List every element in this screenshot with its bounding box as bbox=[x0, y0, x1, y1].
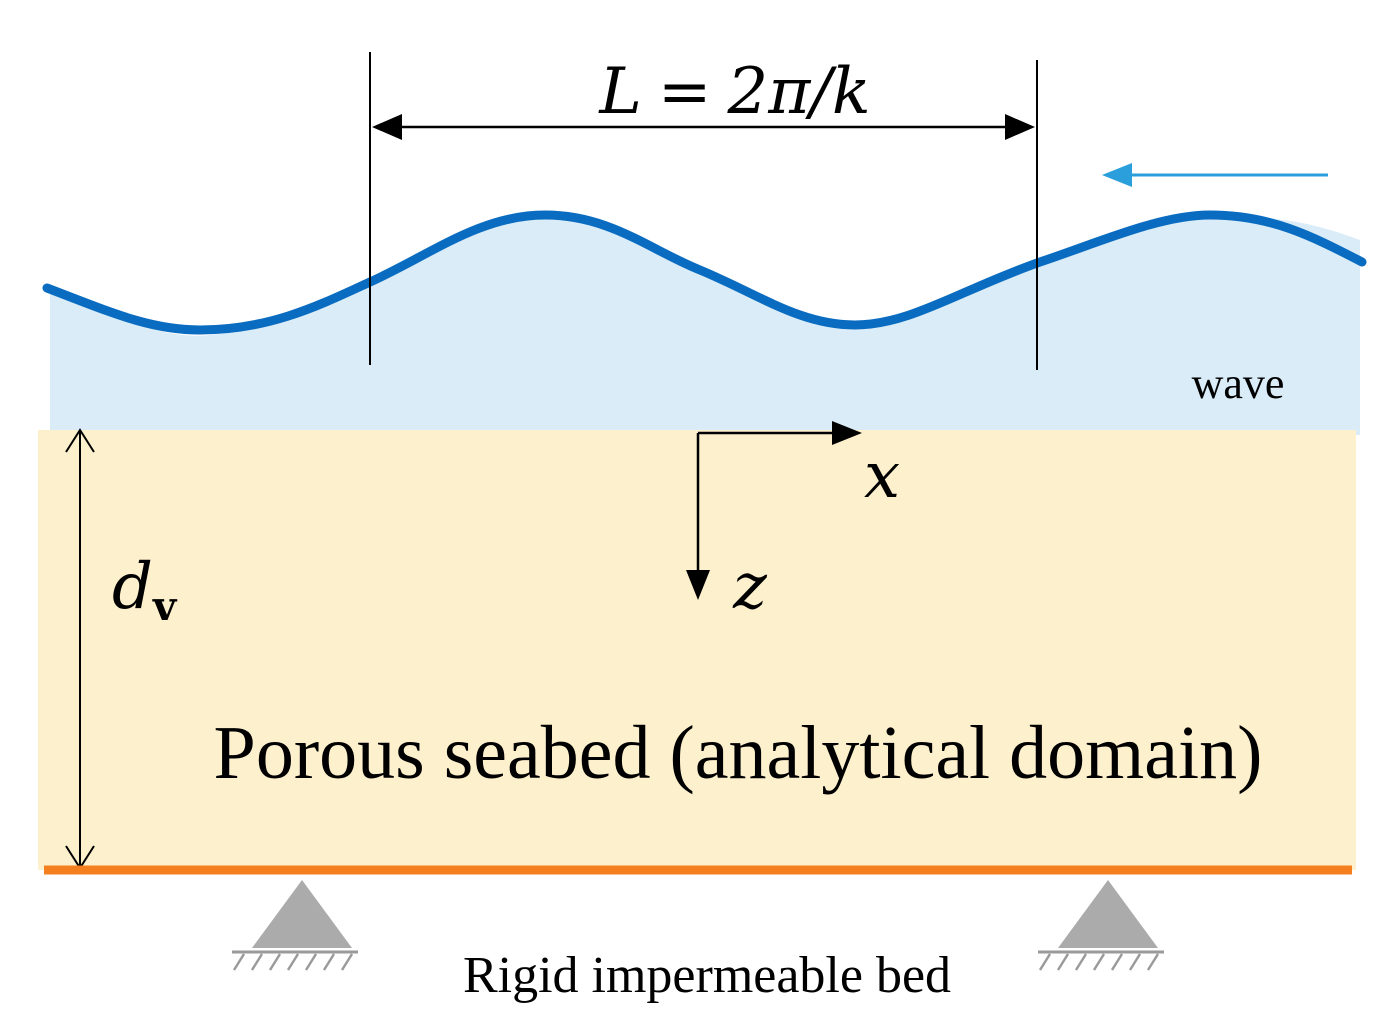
x-axis-label: x bbox=[864, 439, 900, 513]
rigid-bed-label: Rigid impermeable bed bbox=[463, 947, 951, 1004]
z-axis-arrowhead bbox=[686, 570, 710, 600]
wavelength-lhs: L bbox=[598, 55, 642, 129]
triangle-support-icon bbox=[1038, 880, 1164, 971]
arrow-left-icon bbox=[1102, 163, 1328, 187]
wavelength-right-arrowhead bbox=[1005, 114, 1035, 140]
water-region bbox=[50, 214, 1360, 435]
wave-label: wave bbox=[1192, 359, 1285, 408]
wavelength-left-arrowhead bbox=[372, 114, 402, 140]
seabed-label: Porous seabed (analytical domain) bbox=[214, 711, 1263, 795]
depth-symbol: d bbox=[112, 550, 153, 624]
triangle-support-icon bbox=[232, 880, 358, 971]
wavelength-equals: = bbox=[658, 55, 712, 129]
wavelength-label: L=2π/k bbox=[598, 55, 870, 129]
wavelength-rhs: 2π/k bbox=[727, 55, 871, 129]
x-axis-arrowhead bbox=[832, 421, 862, 445]
z-axis-label: z bbox=[732, 550, 768, 624]
depth-subscript: v bbox=[152, 583, 178, 630]
depth-top-arrowhead bbox=[65, 428, 95, 453]
depth-label: dv bbox=[112, 550, 178, 630]
wave-surface-line bbox=[42, 210, 1367, 335]
